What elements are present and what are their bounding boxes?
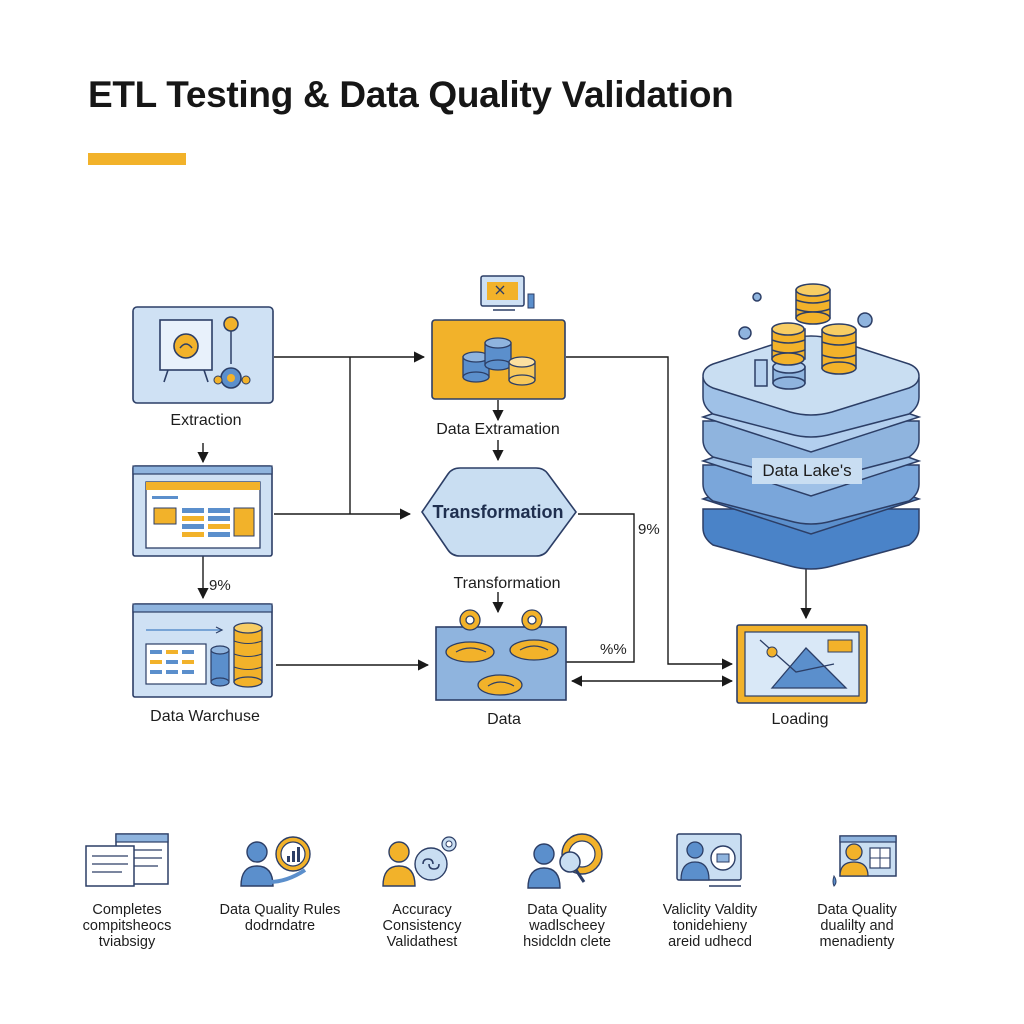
user-search-gear-icon xyxy=(527,833,603,889)
transformation-node-label: Transformation xyxy=(432,502,564,522)
percent-label: 9% xyxy=(638,521,660,538)
feature-text: Consistency xyxy=(382,918,462,934)
feature-text: areid udhecd xyxy=(668,934,752,950)
feature-text: dodrndatre xyxy=(244,918,316,934)
feature-text: dualilty and xyxy=(820,918,894,934)
feature-text: menadienty xyxy=(819,934,895,950)
data-lake-label-bg xyxy=(752,458,862,484)
loading-label: Loading xyxy=(771,711,829,728)
title-accent-bar xyxy=(88,153,186,165)
data-warehouse-label: Data Warchuse xyxy=(150,708,260,725)
feature-item: Valiclity Valdity tonidehieny areid udhe… xyxy=(640,830,780,950)
warehouse-small-cylinder xyxy=(210,645,230,687)
user-link-gear-icon xyxy=(382,836,457,887)
feature-text: compitsheocs xyxy=(82,918,172,934)
feature-text: Valiclity Valdity xyxy=(662,902,758,918)
warehouse-node xyxy=(132,603,273,698)
feature-text: Data Quality Rules xyxy=(219,902,341,918)
feature-text: Accuracy xyxy=(392,902,452,918)
feature-text: tonidehieny xyxy=(672,918,748,934)
feature-item: Accuracy Consistency Validathest xyxy=(352,830,492,950)
transformation-node xyxy=(421,467,577,557)
data-lake-label: Data Lake's xyxy=(762,461,852,480)
data-lake-node xyxy=(700,283,922,570)
feature-text: tviabsigy xyxy=(98,934,156,950)
feature-text: Data Quality xyxy=(527,902,607,918)
dashboard-node xyxy=(132,465,273,557)
user-chart-gear-icon xyxy=(240,836,311,887)
feature-text: Data Quality xyxy=(817,902,897,918)
data-node xyxy=(435,609,567,701)
extraction-node xyxy=(132,306,274,404)
page-title: ETL Testing & Data Quality Validation xyxy=(88,74,734,115)
data-extramation-node xyxy=(431,319,566,400)
percent-label: %% xyxy=(600,641,627,658)
monitor-icon xyxy=(480,275,535,311)
extraction-label: Extraction xyxy=(170,412,242,429)
feature-text: wadlscheey xyxy=(529,918,605,934)
feature-text: hsidcldn clete xyxy=(523,934,611,950)
user-dashboard-icon xyxy=(832,835,897,887)
user-monitor-icon xyxy=(676,833,742,887)
feature-item: Completes compitsheocs tviabsigy xyxy=(57,830,197,950)
loading-node xyxy=(736,624,868,704)
lake-cylinders xyxy=(754,283,857,390)
connectors xyxy=(197,351,812,687)
warehouse-large-cylinder xyxy=(233,622,263,688)
feature-text: Completes xyxy=(92,902,162,918)
arrow-data-extramation-to-loading xyxy=(566,356,734,670)
feature-item: Data Quality dualilty and menadienty xyxy=(787,830,927,950)
feature-item: Data Quality wadlscheey hsidcldn clete xyxy=(497,830,637,950)
data-extramation-label: Data Extramation xyxy=(436,421,560,438)
document-checklist-icon xyxy=(85,833,169,887)
feature-item: Data Quality Rules dodrndatre xyxy=(210,830,350,934)
transformation-caption: Transformation xyxy=(453,575,561,592)
arrow-transformation-to-data-loop xyxy=(566,513,635,663)
data-label: Data xyxy=(487,711,521,728)
feature-text: Validathest xyxy=(386,934,458,950)
percent-label: 9% xyxy=(209,577,231,594)
